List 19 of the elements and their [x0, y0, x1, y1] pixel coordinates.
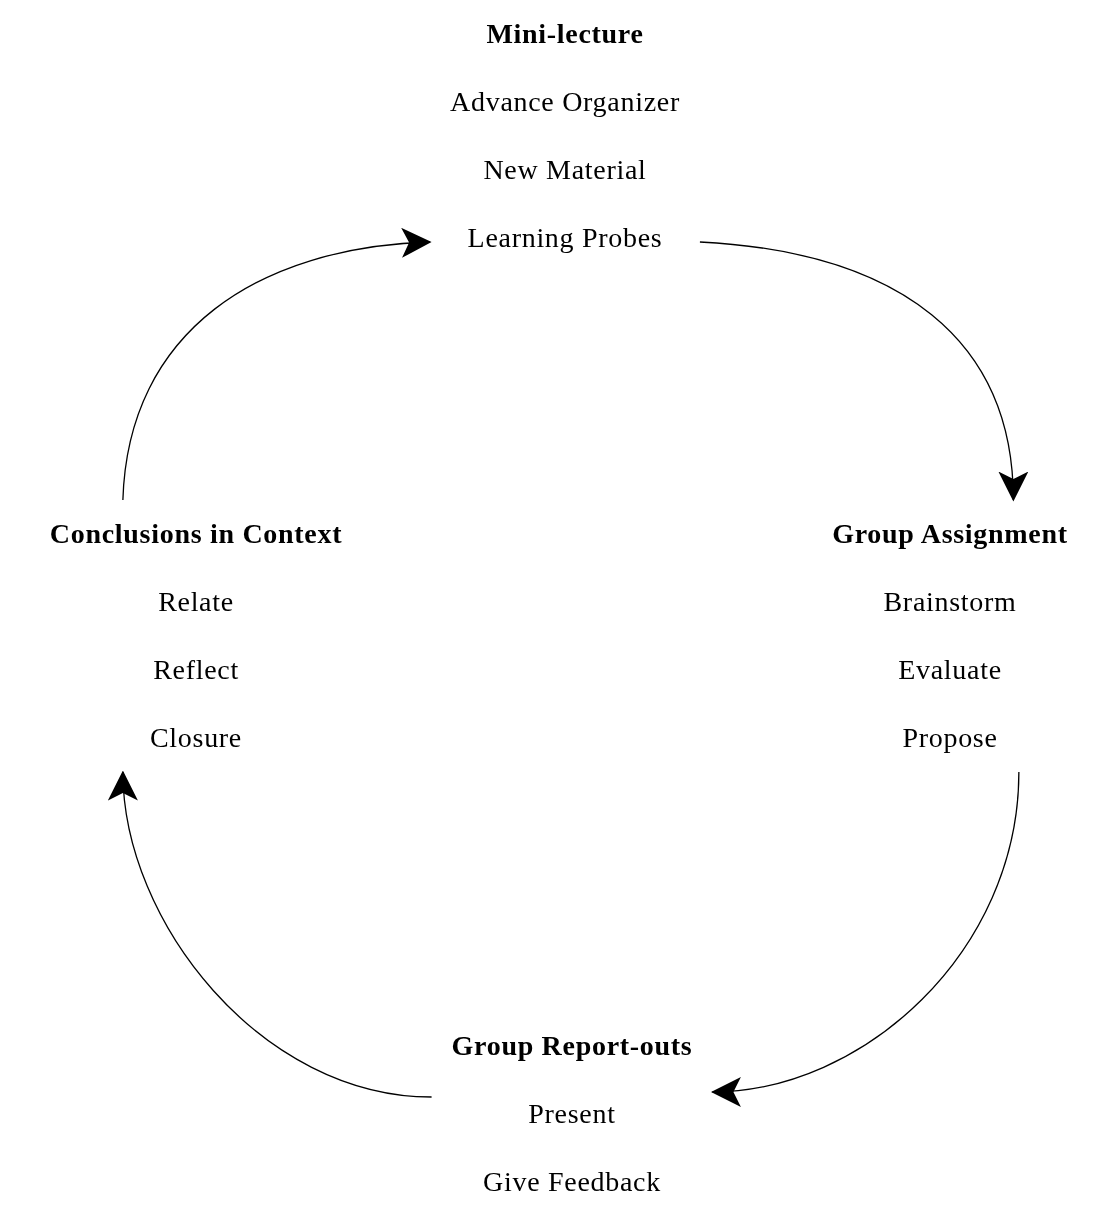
activity-item: Relate [158, 585, 234, 619]
activity-item: New Material [483, 153, 647, 187]
activity-item: Reflect [153, 653, 239, 687]
stage-heading: Conclusions in Context [49, 517, 343, 551]
activity-item: Present [528, 1097, 616, 1131]
curved-arrow [699, 241, 1027, 502]
stage-heading: Group Assignment [832, 517, 1068, 551]
curved-arrow [710, 771, 1020, 1105]
activity-item: Give Feedback [483, 1165, 661, 1199]
activity-item: Propose [902, 721, 998, 755]
curved-arrow [122, 229, 432, 501]
activity-item: Closure [150, 721, 242, 755]
activity-item: Brainstorm [883, 585, 1017, 619]
stage-heading: Mini-lecture [486, 17, 644, 51]
activity-item: Learning Probes [467, 221, 663, 255]
activity-item: Advance Organizer [450, 85, 680, 119]
curved-arrow [110, 770, 433, 1098]
stage-heading: Group Report-outs [451, 1029, 693, 1063]
activity-item: Evaluate [898, 653, 1002, 687]
